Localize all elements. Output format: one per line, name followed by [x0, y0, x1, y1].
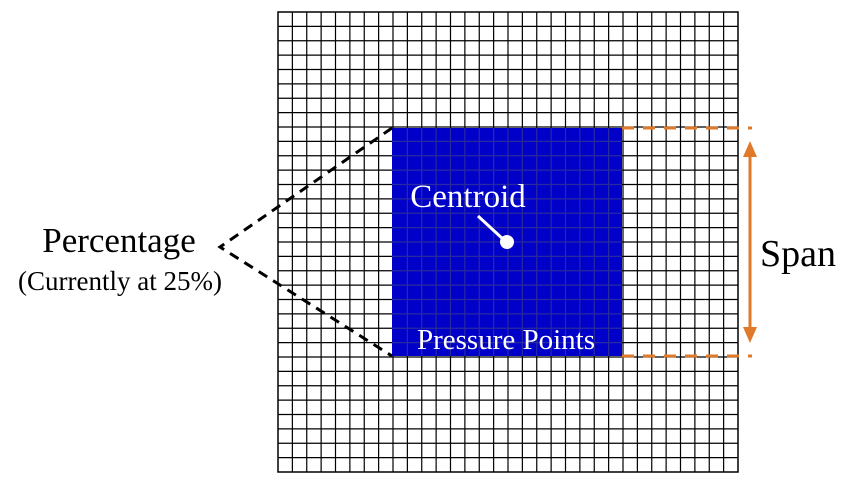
- span-arrowhead-bottom: [743, 327, 757, 343]
- span-arrowhead-top: [743, 141, 757, 157]
- centroid-marker: [500, 235, 514, 249]
- centroid-leader-line: [476, 214, 506, 242]
- percentage-bracket: [217, 126, 393, 358]
- pressure-region-grid: [392, 128, 622, 356]
- percentage-note: (Currently at 25%): [18, 266, 222, 296]
- pressure-points-label: Pressure Points: [417, 324, 595, 356]
- span-label: Span: [760, 233, 836, 275]
- percentage-label: Percentage: [42, 221, 196, 260]
- centroid-label: Centroid: [410, 179, 526, 215]
